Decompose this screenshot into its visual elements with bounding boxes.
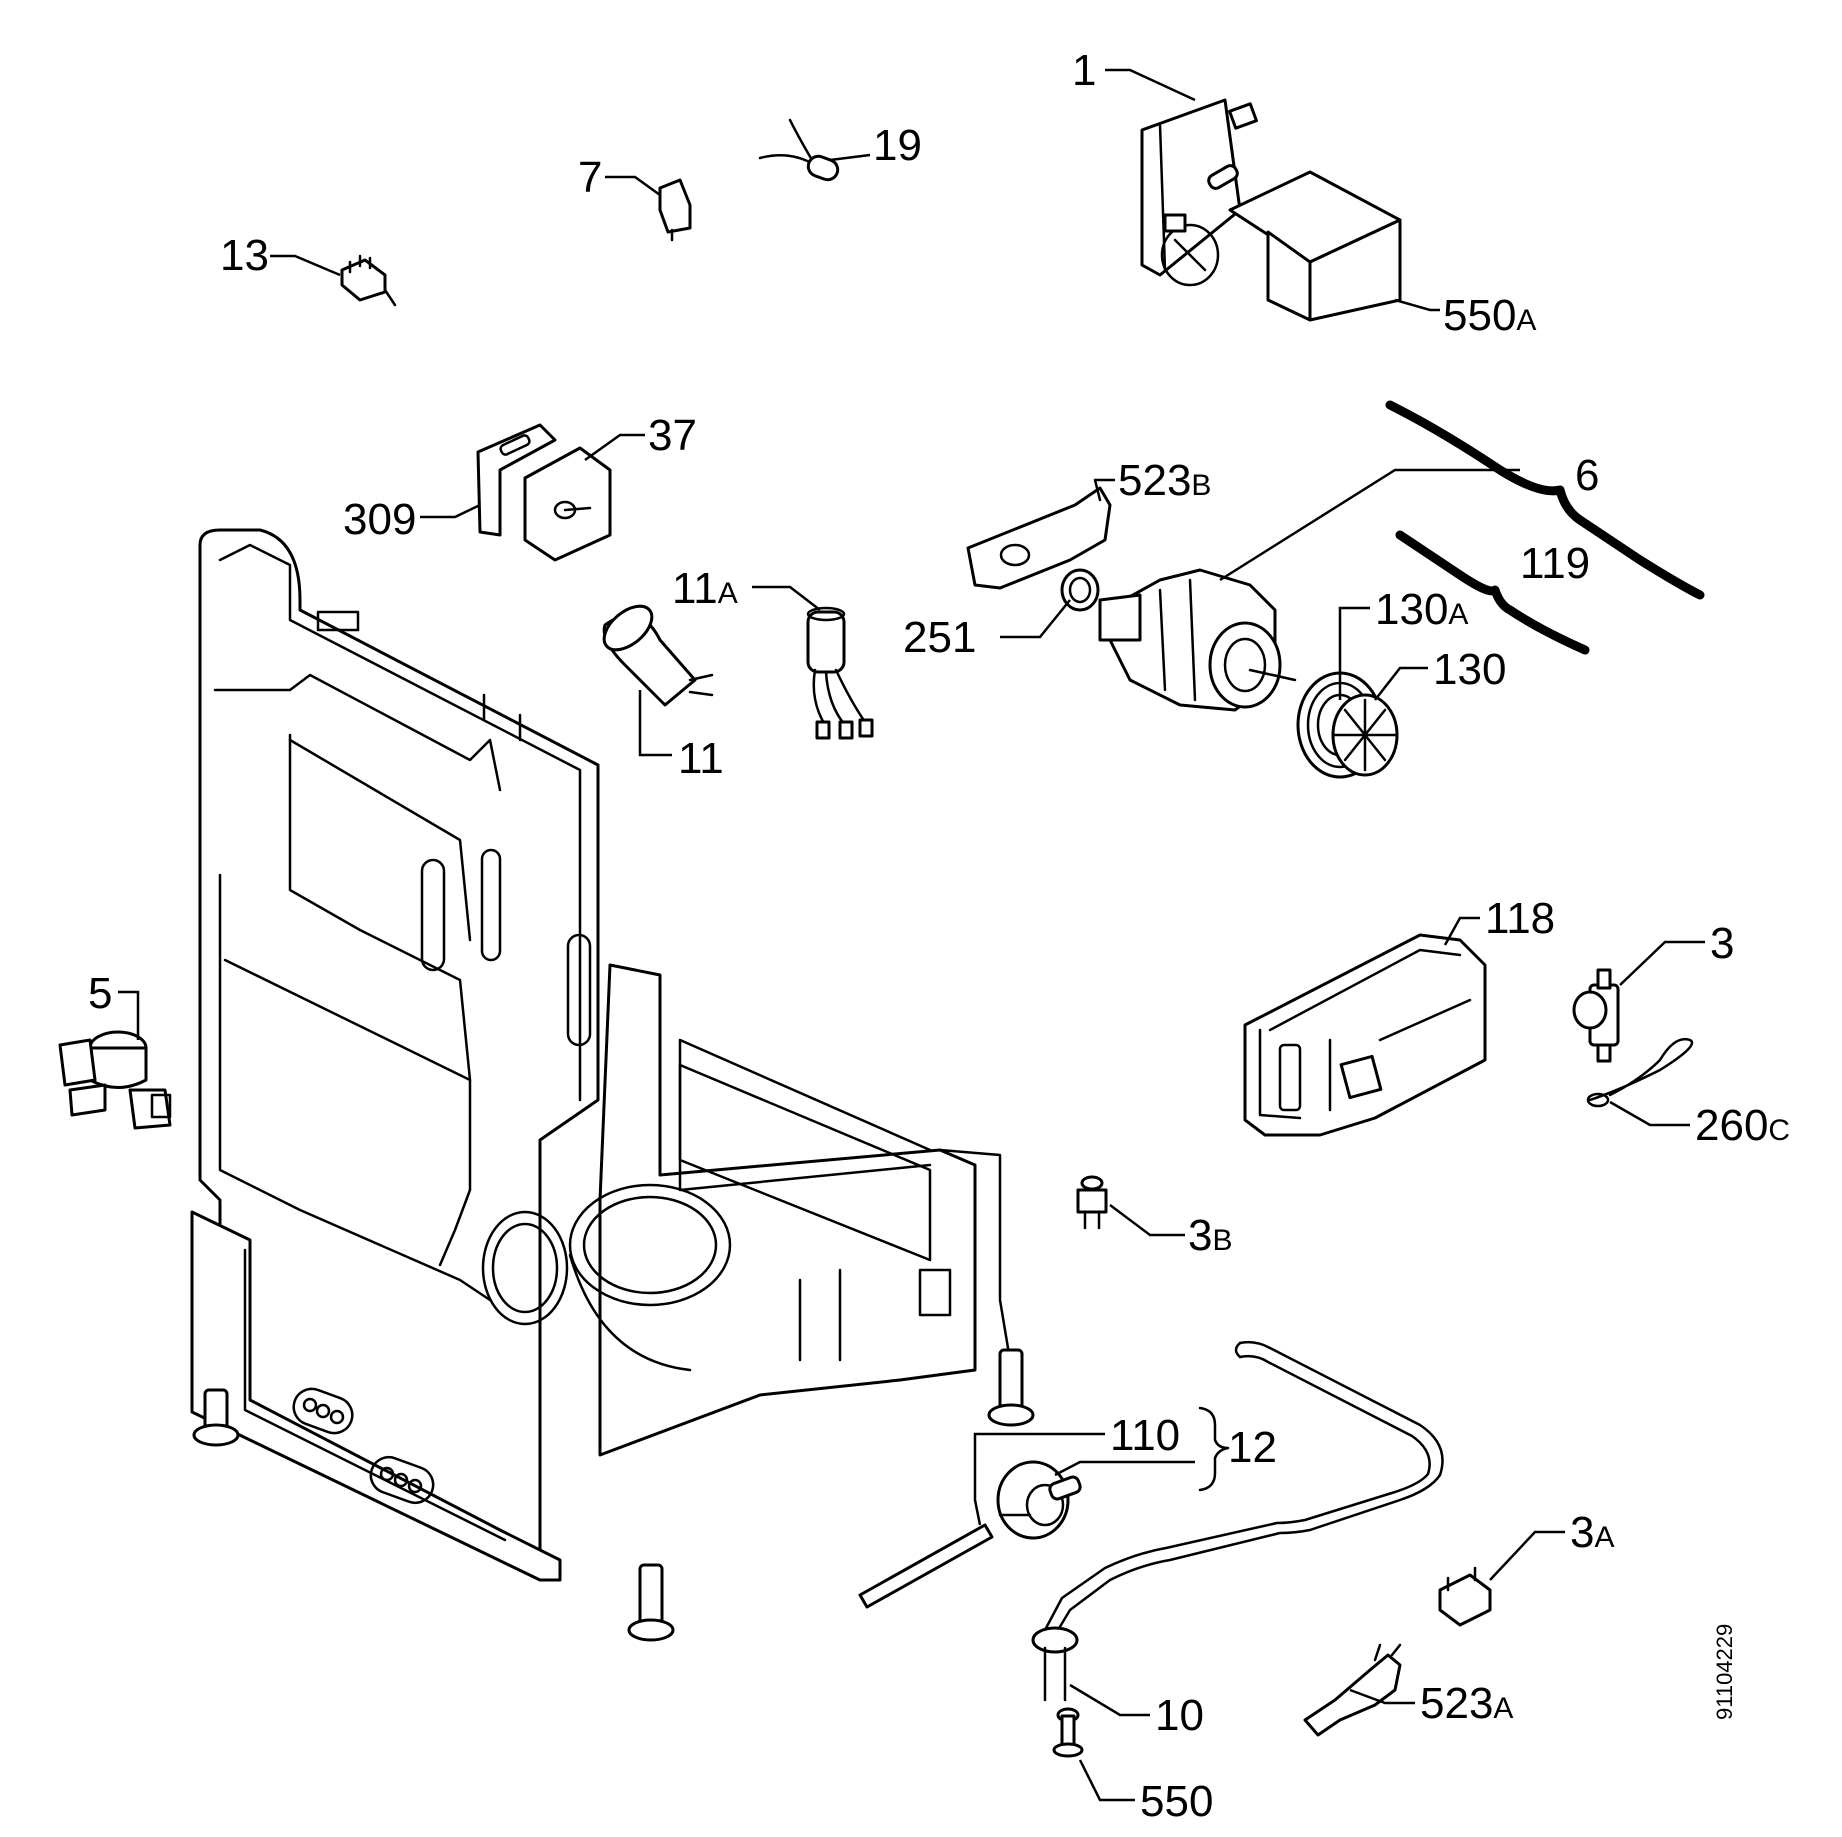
label-523B: 523B bbox=[1118, 456, 1211, 505]
label-523A: 523A bbox=[1420, 1679, 1513, 1728]
label-12: 12 bbox=[1228, 1423, 1277, 1472]
fixing-pin-part bbox=[1052, 1707, 1084, 1758]
capacitor-part bbox=[602, 604, 714, 707]
label-251: 251 bbox=[903, 613, 976, 662]
label-130: 130 bbox=[1433, 645, 1506, 694]
label-3B: 3B bbox=[1188, 1211, 1233, 1260]
cover-box-part bbox=[1228, 170, 1402, 322]
thermostat-part bbox=[1572, 968, 1620, 1063]
heating-element-part bbox=[1031, 1340, 1444, 1702]
label-309: 309 bbox=[343, 495, 416, 544]
pump-impeller-part bbox=[1296, 671, 1399, 779]
water-inlet-valve-part bbox=[58, 1030, 172, 1130]
programmer-timer-part bbox=[1140, 98, 1258, 287]
push-switch-part bbox=[340, 254, 397, 307]
interference-suppressor-part bbox=[806, 606, 874, 740]
label-11: 11 bbox=[678, 734, 724, 783]
element-bracket-part bbox=[1303, 1643, 1402, 1737]
safety-thermostat-part bbox=[1438, 1566, 1492, 1627]
drawing-number: 91104229 bbox=[1712, 1624, 1737, 1720]
label-110: 110 bbox=[1110, 1411, 1180, 1460]
label-130A: 130A bbox=[1375, 585, 1468, 634]
label-6: 6 bbox=[1575, 451, 1599, 500]
circulation-pump-motor-part bbox=[1098, 568, 1297, 712]
terminal-block-part bbox=[476, 423, 612, 562]
assembly-brace-6 bbox=[1385, 400, 1705, 600]
label-7: 7 bbox=[578, 153, 602, 202]
label-3A: 3A bbox=[1570, 1508, 1615, 1557]
label-19: 19 bbox=[873, 121, 922, 170]
temperature-sensor-part bbox=[1076, 1175, 1108, 1230]
detergent-dispenser-part bbox=[1243, 933, 1487, 1137]
leader-lines bbox=[118, 68, 1705, 1802]
label-119: 119 bbox=[1520, 539, 1590, 588]
label-118: 118 bbox=[1485, 894, 1555, 943]
label-11A: 11A bbox=[672, 564, 738, 613]
pressure-hose-part bbox=[858, 1523, 994, 1609]
label-3: 3 bbox=[1710, 919, 1734, 968]
label-37: 37 bbox=[648, 411, 697, 460]
assembly-brace-119 bbox=[1395, 530, 1590, 655]
label-5: 5 bbox=[88, 969, 112, 1018]
dishwasher-frame bbox=[190, 528, 1035, 1642]
motor-bracket-part bbox=[966, 478, 1112, 590]
suppressor-part bbox=[758, 118, 840, 182]
label-550A: 550A bbox=[1443, 291, 1536, 340]
label-13: 13 bbox=[220, 231, 269, 280]
label-260C: 260C bbox=[1695, 1101, 1790, 1150]
callout-labels: 1 550A 19 7 13 37 309 523B 6 119 11A 11 … bbox=[88, 46, 1790, 1826]
grommet-part bbox=[1060, 568, 1100, 612]
retaining-clip-part bbox=[1586, 1037, 1694, 1108]
pressure-switch-part bbox=[996, 1460, 1082, 1540]
small-switch-part bbox=[658, 178, 692, 242]
label-1: 1 bbox=[1072, 46, 1096, 95]
label-550: 550 bbox=[1140, 1777, 1213, 1826]
assembly-brace-12 bbox=[1198, 1406, 1230, 1492]
label-10: 10 bbox=[1155, 1691, 1204, 1740]
